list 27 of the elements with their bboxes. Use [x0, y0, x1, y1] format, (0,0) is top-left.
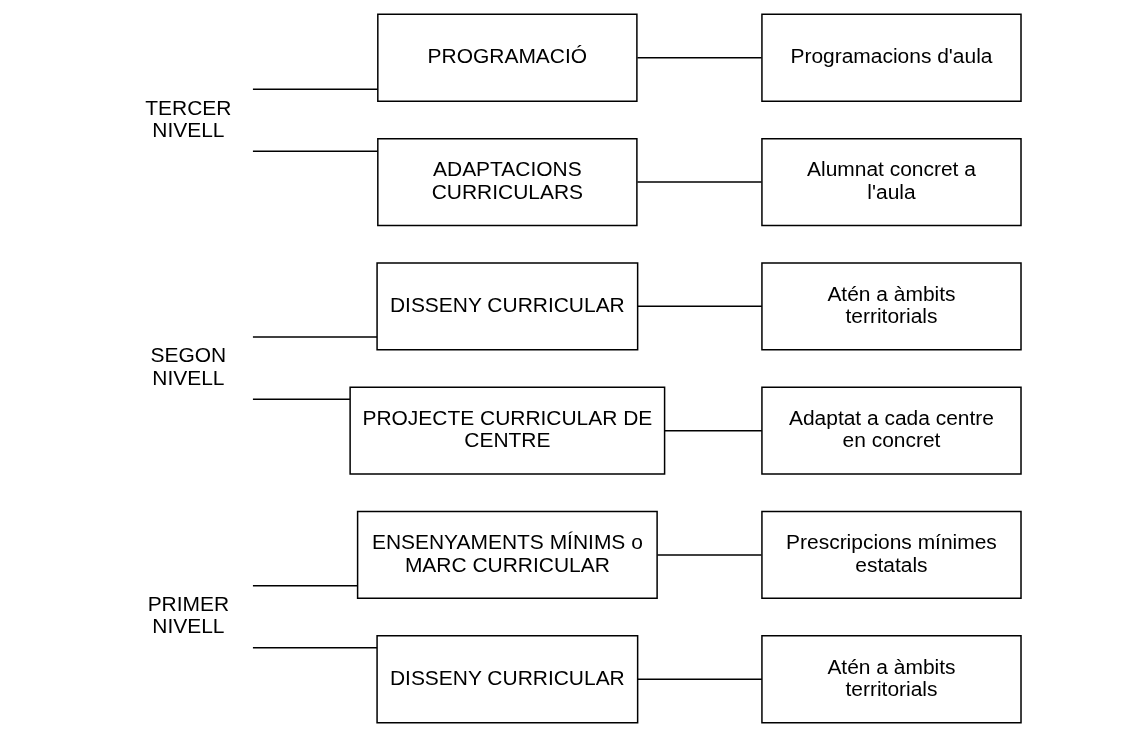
node-box: DISSENY CURRICULAR	[376, 635, 639, 724]
node-box: DISSENY CURRICULAR	[376, 262, 639, 351]
connector	[637, 678, 763, 680]
connector	[252, 150, 379, 153]
connector	[252, 647, 378, 649]
node-text: SEGON NIVELL	[150, 343, 227, 389]
connector	[637, 305, 763, 308]
connector	[663, 429, 763, 432]
node-box: Adaptat a cada centre en concret	[761, 386, 1022, 475]
node-text: PRIMER NIVELL	[147, 591, 230, 638]
connector	[252, 584, 358, 587]
connector	[636, 57, 763, 59]
node-box: ENSENYAMENTS MÍNIMS o MARC CURRICULAR	[356, 510, 658, 600]
node-text: TERCER NIVELL	[145, 95, 232, 142]
connector	[656, 554, 763, 556]
node-box: PROGRAMACIÓ	[377, 13, 638, 102]
connector	[636, 181, 763, 183]
node-box: Atén a àmbits territorials	[761, 262, 1022, 351]
node-box: Alumnat concret a l'aula	[761, 137, 1022, 227]
node-box: Programacions d'aula	[761, 13, 1022, 102]
node-box: PROJECTE CURRICULAR DE CENTRE	[349, 386, 666, 475]
node-box: Atén a àmbits territorials	[761, 635, 1022, 724]
connector	[252, 88, 379, 90]
connector	[252, 398, 351, 400]
node-box: Prescripcions mínimes estatals	[761, 510, 1022, 600]
node-box: ADAPTACIONS CURRICULARS	[377, 137, 638, 227]
connector	[252, 336, 378, 338]
